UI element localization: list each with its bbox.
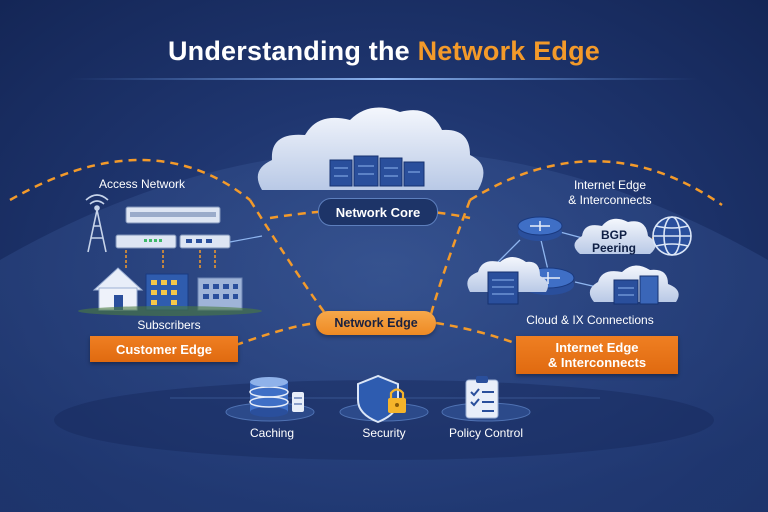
customer-edge-pill: Customer Edge	[90, 336, 238, 362]
database-icon	[249, 377, 304, 417]
cloud-connection-left	[467, 257, 548, 305]
datacenter-rack-a	[613, 279, 639, 305]
bgp-peering-label: BGP Peering	[586, 229, 642, 255]
server-rack-icon	[487, 271, 519, 305]
access-network-label: Access Network	[98, 177, 186, 191]
page-title: Understanding the Network Edge	[0, 36, 768, 67]
caching-label: Caching	[249, 426, 295, 440]
title-accent: Network Edge	[417, 36, 601, 66]
bgp-line1: BGP	[600, 228, 627, 242]
router-icon	[517, 216, 563, 241]
title-underline	[70, 78, 698, 80]
cloud-connection-right	[589, 265, 679, 305]
grass-strip	[78, 306, 262, 316]
security-label: Security	[362, 426, 406, 440]
bgp-cloud	[574, 218, 656, 254]
core-server-racks	[329, 155, 425, 187]
subscribers-label: Subscribers	[137, 318, 201, 332]
internet-edge-heading: Internet Edge & Interconnects	[550, 178, 670, 208]
house-icon	[92, 267, 144, 311]
policy-control-label: Policy Control	[448, 426, 524, 440]
network-edge-tag: Network Edge	[316, 311, 436, 335]
arc-right-inner	[428, 199, 472, 319]
arc-edge-right	[435, 321, 521, 347]
office-building-icon	[145, 273, 189, 311]
subscriber-links	[125, 250, 216, 270]
arc-left-inner	[248, 199, 332, 321]
network-core-tag: Network Core	[318, 198, 438, 226]
internet-edge-heading-line2: & Interconnects	[568, 193, 652, 207]
access-switches	[115, 206, 263, 249]
bgp-line2: Peering	[591, 241, 636, 255]
title-prefix: Understanding the	[167, 36, 410, 66]
globe-icon	[652, 216, 692, 256]
shield-lock-icon	[357, 374, 406, 424]
internet-edge-pill: Internet Edge & Interconnects	[516, 336, 678, 374]
internet-edge-pill-line2: & Interconnects	[547, 355, 647, 370]
internet-edge-pill-line1: Internet Edge	[555, 340, 639, 355]
core-cloud	[257, 107, 484, 190]
internet-edge-heading-line1: Internet Edge	[573, 178, 647, 192]
apartment-building-icon	[197, 277, 243, 311]
cloud-ix-label: Cloud & IX Connections	[526, 313, 654, 327]
datacenter-rack-b	[639, 275, 659, 305]
clipboard-checklist-icon	[465, 376, 499, 419]
cell-tower-icon	[85, 194, 109, 253]
arc-left-top	[9, 158, 251, 202]
